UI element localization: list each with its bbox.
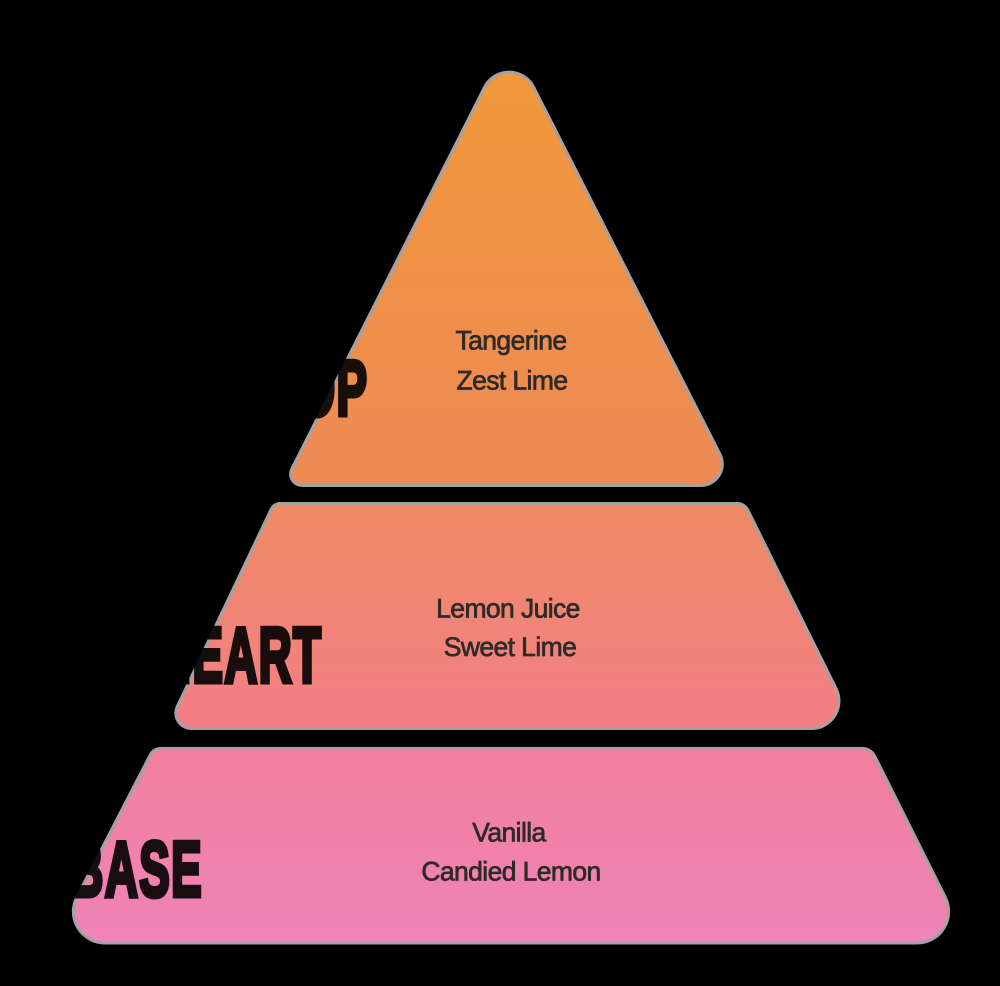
svg-text:Tangerine: Tangerine	[456, 326, 567, 356]
svg-text:Sweet Lime: Sweet Lime	[444, 632, 576, 662]
svg-text:Zest Lime: Zest Lime	[457, 365, 568, 395]
svg-text:BASE: BASE	[70, 825, 203, 913]
svg-text:Candied Lemon: Candied Lemon	[421, 857, 600, 887]
svg-text:TOP: TOP	[271, 344, 368, 432]
svg-text:Lemon Juice: Lemon Juice	[436, 593, 580, 623]
svg-text:HEART: HEART	[158, 611, 322, 699]
svg-text:Vanilla: Vanilla	[472, 818, 546, 848]
